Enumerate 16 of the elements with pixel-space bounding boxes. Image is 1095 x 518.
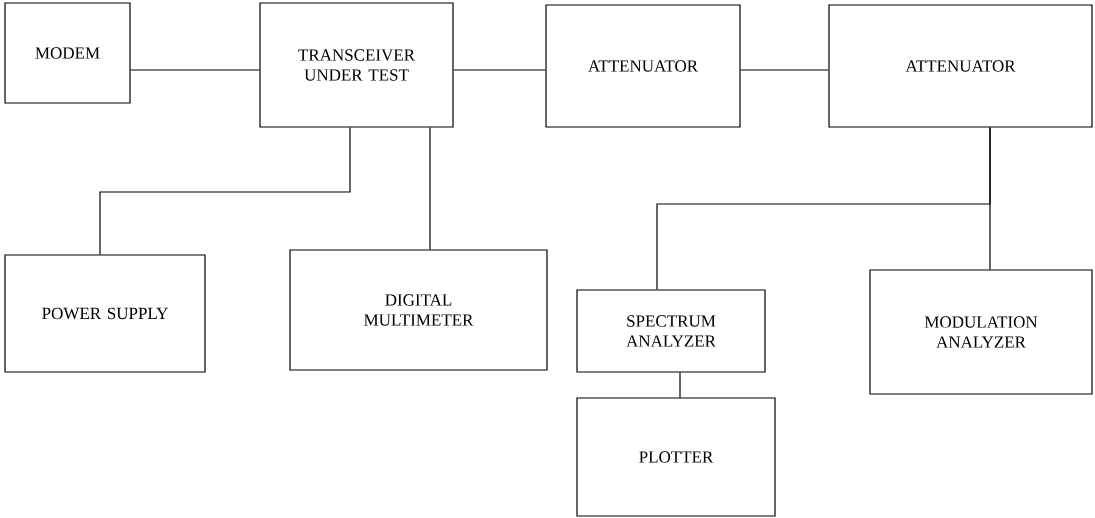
block-box: DIGITAL MULTIMETER (289, 249, 548, 371)
connector-line (453, 69, 546, 71)
block-box: TRANSCEIVER UNDER TEST (259, 2, 454, 128)
connector-line (989, 127, 991, 270)
connector-line (679, 372, 681, 398)
block-box: PLOTTER (576, 397, 776, 517)
block-box: SPECTRUM ANALYZER (576, 289, 766, 373)
block-box: ATTENUATOR (545, 4, 741, 128)
connector-line (740, 69, 829, 71)
block-box: MODULATION ANALYZER (869, 269, 1093, 395)
connector-line (429, 127, 431, 250)
connector-line (99, 127, 351, 255)
block-box: ATTENUATOR (828, 4, 1093, 128)
connector-line (130, 69, 260, 71)
block-box: MODEM (4, 2, 131, 104)
block-box: POWER SUPPLY (4, 254, 206, 373)
